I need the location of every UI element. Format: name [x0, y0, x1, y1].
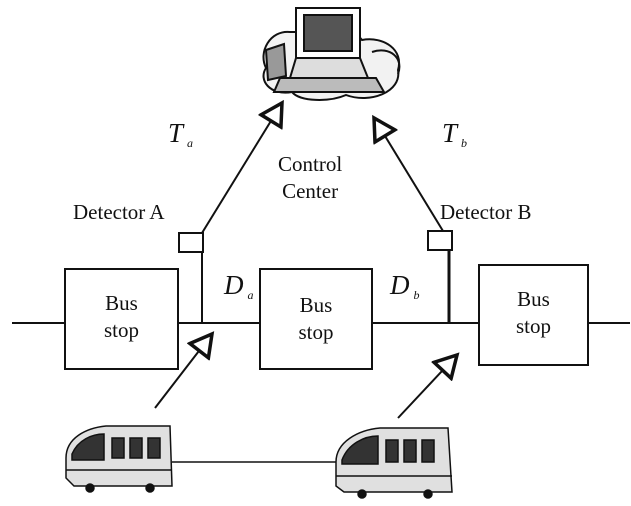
distance-symbol-a: D	[224, 270, 244, 300]
time-symbol-b: T	[442, 118, 457, 148]
detector-b-label: Detector B	[440, 200, 532, 225]
bus-stop-1-line2: stop	[65, 317, 178, 344]
bus-stop-3-line2: stop	[479, 313, 588, 340]
time-subscript-a: a	[187, 136, 193, 150]
bus-stop-label-2: Bus stop	[260, 292, 372, 346]
control-center-line1: Control	[278, 151, 342, 178]
time-symbol-a: T	[168, 118, 183, 148]
time-subscript-b: b	[461, 136, 467, 150]
bus-stop-2-line2: stop	[260, 319, 372, 346]
train-icon-1	[66, 426, 172, 492]
arrow-detector-b-to-center	[374, 118, 443, 231]
bus-stop-3-line1: Bus	[479, 286, 588, 313]
bus-stop-label-3: Bus stop	[479, 286, 588, 340]
control-center-label: Control Center	[278, 151, 342, 205]
bus-stop-label-1: Bus stop	[65, 290, 178, 344]
train-icon-2	[336, 428, 452, 498]
arrow-vehicle-2	[398, 355, 457, 418]
arrow-detector-a-to-center	[202, 103, 282, 233]
distance-subscript-b: b	[414, 288, 420, 302]
bus-stop-2-line1: Bus	[260, 292, 372, 319]
computer-icon	[263, 8, 399, 100]
distance-symbol-b: D	[390, 270, 410, 300]
detector-b-sensor	[428, 231, 452, 250]
control-center-line2: Center	[278, 178, 342, 205]
detector-a-sensor	[179, 233, 203, 252]
bus-stop-1-line1: Bus	[65, 290, 178, 317]
distance-subscript-a: a	[248, 288, 254, 302]
detector-a-label: Detector A	[73, 200, 165, 225]
